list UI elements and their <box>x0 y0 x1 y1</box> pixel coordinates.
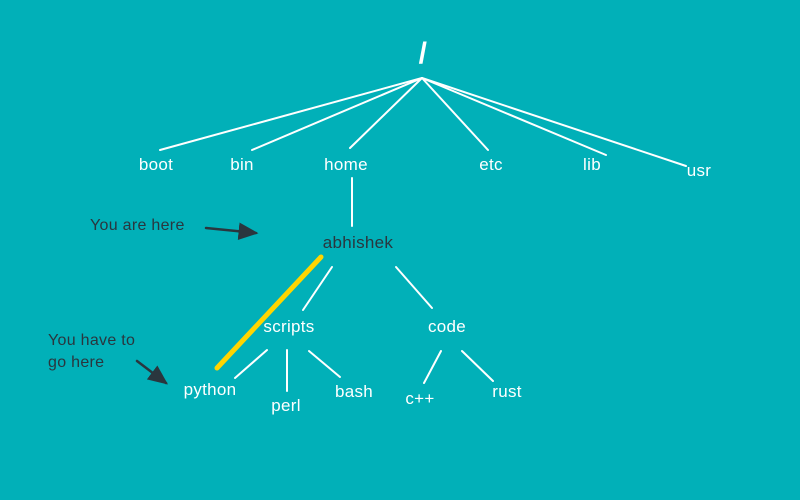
node-code: code <box>427 317 467 336</box>
you-are-here-label: You are here <box>90 217 185 234</box>
node-scripts: scripts <box>263 317 315 336</box>
edge-root-usr <box>421 77 687 167</box>
edge-root-bin <box>251 77 423 151</box>
node-perl: perl <box>271 396 301 415</box>
node-lib: lib <box>583 155 601 174</box>
edge-root-home <box>349 77 423 149</box>
highlight-path-abhishek-to-python <box>214 254 324 371</box>
node-root: / <box>418 37 428 70</box>
edge-code-rust <box>461 350 494 382</box>
edge-root-boot <box>159 77 423 151</box>
node-python: python <box>183 380 237 399</box>
edge-code-cpp <box>423 350 442 384</box>
edge-root-etc <box>421 77 489 151</box>
go-here-arrow-icon <box>135 359 168 385</box>
node-rust: rust <box>492 382 522 401</box>
edge-abhishek-code <box>395 266 433 309</box>
edge-abhishek-scripts <box>302 266 333 311</box>
node-etc: etc <box>479 155 503 174</box>
node-boot: boot <box>138 155 174 174</box>
node-bash: bash <box>334 382 374 401</box>
node-abhishek: abhishek <box>322 233 394 252</box>
node-cpp: c++ <box>405 389 435 408</box>
you-have-to-go-here-label: You have to go here <box>48 330 135 374</box>
node-bin: bin <box>230 155 254 174</box>
node-home: home <box>324 155 368 174</box>
tree-edges <box>159 77 687 392</box>
node-usr: usr <box>686 161 712 180</box>
you-have-to-go-here-line1: You have to <box>48 332 136 349</box>
edge-scripts-python <box>234 349 268 379</box>
edge-root-lib <box>421 77 607 156</box>
you-have-to-go-here-line2: go here <box>48 354 105 371</box>
edge-scripts-bash <box>308 350 341 378</box>
you-are-here-arrow-icon <box>204 222 259 240</box>
annotation-arrows <box>135 222 259 385</box>
